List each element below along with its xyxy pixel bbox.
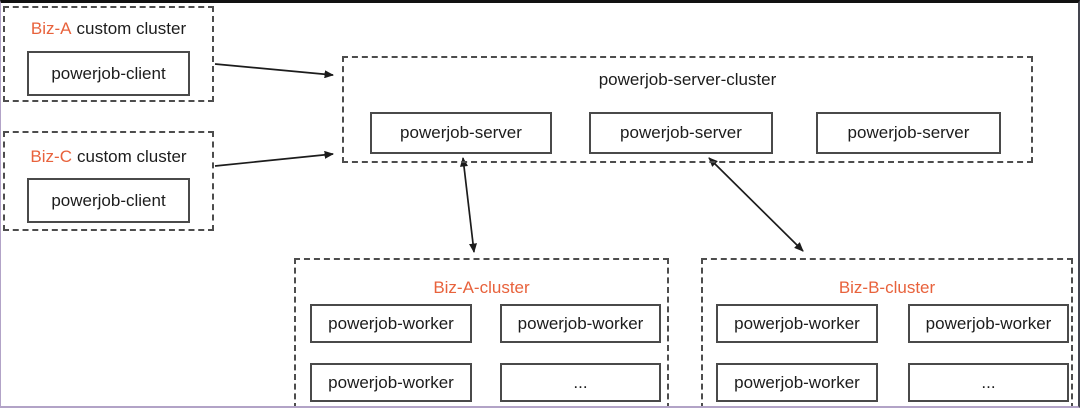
node-biz-b-worker-1: powerjob-worker	[716, 304, 878, 343]
node-biz-a-worker-1: powerjob-worker	[310, 304, 472, 343]
arrow-server-to-biz-b-cluster	[708, 157, 804, 252]
cluster-biz-b-worker: Biz-B-cluster powerjob-worker powerjob-w…	[701, 258, 1073, 406]
node-powerjob-client-biz-c: powerjob-client	[27, 178, 190, 223]
arrow-server-to-biz-a-cluster	[460, 157, 477, 253]
node-powerjob-server-1: powerjob-server	[370, 112, 552, 154]
arrow-biz-c-client-to-server	[214, 150, 334, 167]
cluster-biz-a-worker-title: Biz-A-cluster	[433, 278, 530, 297]
node-biz-b-worker-2: powerjob-worker	[908, 304, 1069, 343]
node-biz-b-worker-3: powerjob-worker	[716, 363, 878, 402]
node-powerjob-server-3: powerjob-server	[816, 112, 1001, 154]
cluster-biz-b-worker-title: Biz-B-cluster	[838, 278, 936, 297]
cluster-biz-a-worker: Biz-A-cluster powerjob-worker powerjob-w…	[294, 258, 669, 406]
node-biz-a-worker-more: ...	[500, 363, 661, 402]
cluster-biz-a-custom-title-accent: Biz-A	[30, 19, 72, 38]
node-powerjob-client-biz-a: powerjob-client	[27, 51, 190, 96]
node-powerjob-server-2: powerjob-server	[589, 112, 773, 154]
cluster-biz-c-custom-title-accent: Biz-C	[30, 147, 72, 166]
cluster-powerjob-server-title: powerjob-server-cluster	[598, 70, 777, 89]
cluster-powerjob-server: powerjob-server-cluster powerjob-server …	[342, 56, 1033, 163]
node-biz-b-worker-more: ...	[908, 363, 1069, 402]
node-biz-a-worker-2: powerjob-worker	[500, 304, 661, 343]
arrow-biz-a-client-to-server	[214, 63, 334, 79]
node-biz-a-worker-3: powerjob-worker	[310, 363, 472, 402]
cluster-biz-c-custom-title-rest: custom cluster	[76, 147, 187, 166]
cluster-biz-a-custom-title-rest: custom cluster	[76, 19, 187, 38]
